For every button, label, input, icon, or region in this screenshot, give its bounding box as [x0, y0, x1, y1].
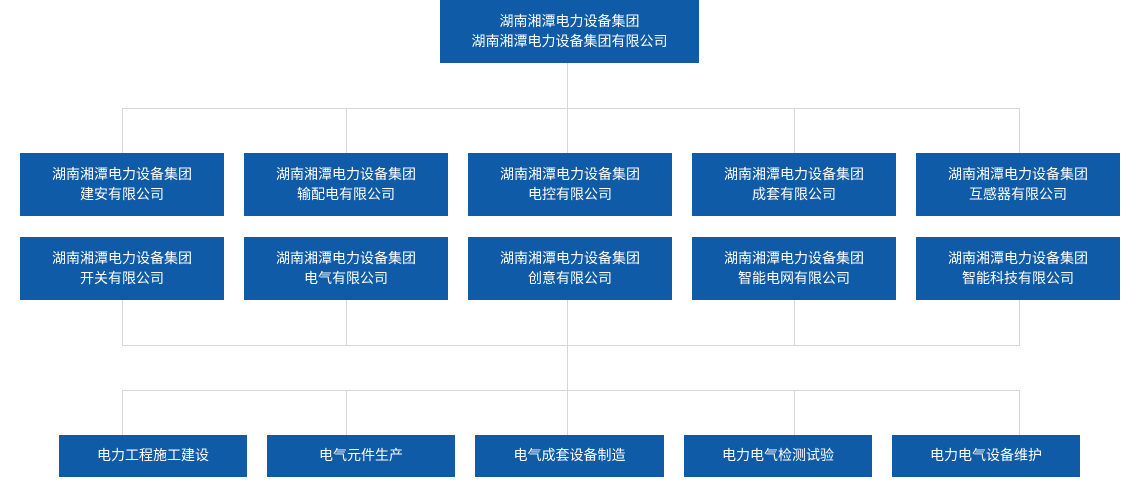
- connector-drop-4: [794, 108, 795, 153]
- connector-leaf-3: [567, 390, 568, 435]
- subsidiary-node-line1: 湖南湘潭电力设备集团: [276, 250, 416, 267]
- subsidiary-node-line2: 电气有限公司: [304, 270, 388, 287]
- subsidiary-node-line2: 智能科技有限公司: [962, 270, 1074, 287]
- subsidiary-node-line2: 创意有限公司: [528, 270, 612, 287]
- subsidiary-node-huganqi: 湖南湘潭电力设备集团 互感器有限公司: [916, 153, 1120, 216]
- connector-rise-2: [346, 300, 347, 345]
- subsidiary-node-line2: 开关有限公司: [80, 270, 164, 287]
- subsidiary-node-line2: 输配电有限公司: [297, 186, 395, 203]
- subsidiary-node-line1: 湖南湘潭电力设备集团: [52, 250, 192, 267]
- connector-leaf-5: [1019, 390, 1020, 435]
- subsidiary-node-chengtao: 湖南湘潭电力设备集团 成套有限公司: [692, 153, 896, 216]
- service-node-label: 电力电气检测试验: [722, 448, 834, 464]
- connector-middle-bus: [122, 345, 1020, 346]
- connector-drop-1: [122, 108, 123, 153]
- connector-bottom-bus: [122, 390, 1020, 391]
- subsidiary-node-line1: 湖南湘潭电力设备集团: [500, 250, 640, 267]
- subsidiary-node-line1: 湖南湘潭电力设备集团: [948, 250, 1088, 267]
- subsidiary-node-line2: 建安有限公司: [80, 186, 164, 203]
- subsidiary-node-dianqi: 湖南湘潭电力设备集团 电气有限公司: [244, 237, 448, 300]
- connector-leaf-1: [122, 390, 123, 435]
- connector-rise-1: [122, 300, 123, 345]
- connector-middle-down: [567, 345, 568, 390]
- subsidiary-node-line2: 智能电网有限公司: [738, 270, 850, 287]
- connector-top-bus: [122, 108, 1020, 109]
- connector-drop-3: [567, 108, 568, 153]
- service-node-components: 电气元件生产: [267, 435, 455, 477]
- subsidiary-node-jianan: 湖南湘潭电力设备集团 建安有限公司: [20, 153, 224, 216]
- subsidiary-node-line1: 湖南湘潭电力设备集团: [724, 250, 864, 267]
- subsidiary-node-kaiguan: 湖南湘潭电力设备集团 开关有限公司: [20, 237, 224, 300]
- subsidiary-node-diankong: 湖南湘潭电力设备集团 电控有限公司: [468, 153, 672, 216]
- connector-root-down: [567, 63, 568, 108]
- connector-rise-3: [567, 300, 568, 345]
- connector-rise-4: [794, 300, 795, 345]
- root-node: 湖南湘潭电力设备集团 湖南湘潭电力设备集团有限公司: [440, 0, 699, 63]
- subsidiary-node-zhinengdianwang: 湖南湘潭电力设备集团 智能电网有限公司: [692, 237, 896, 300]
- subsidiary-node-chuangyi: 湖南湘潭电力设备集团 创意有限公司: [468, 237, 672, 300]
- subsidiary-node-line1: 湖南湘潭电力设备集团: [948, 166, 1088, 183]
- subsidiary-node-line2: 成套有限公司: [752, 186, 836, 203]
- connector-rise-5: [1019, 300, 1020, 345]
- connector-drop-2: [346, 108, 347, 153]
- subsidiary-node-line1: 湖南湘潭电力设备集团: [500, 166, 640, 183]
- subsidiary-node-line2: 互感器有限公司: [969, 186, 1067, 203]
- subsidiary-node-line1: 湖南湘潭电力设备集团: [276, 166, 416, 183]
- service-node-testing: 电力电气检测试验: [684, 435, 872, 477]
- root-node-line1: 湖南湘潭电力设备集团: [499, 13, 640, 30]
- root-node-line2: 湖南湘潭电力设备集团有限公司: [471, 33, 668, 50]
- subsidiary-node-shupeidian: 湖南湘潭电力设备集团 输配电有限公司: [244, 153, 448, 216]
- subsidiary-node-line2: 电控有限公司: [528, 186, 612, 203]
- service-node-construction: 电力工程施工建设: [59, 435, 247, 477]
- subsidiary-node-zhinengkeji: 湖南湘潭电力设备集团 智能科技有限公司: [916, 237, 1120, 300]
- connector-leaf-2: [346, 390, 347, 435]
- service-node-label: 电力工程施工建设: [97, 448, 209, 464]
- service-node-manufacturing: 电气成套设备制造: [475, 435, 664, 477]
- subsidiary-node-line1: 湖南湘潭电力设备集团: [52, 166, 192, 183]
- service-node-label: 电气成套设备制造: [513, 448, 626, 464]
- connector-drop-5: [1019, 108, 1020, 153]
- service-node-label: 电气元件生产: [319, 448, 403, 464]
- subsidiary-node-line1: 湖南湘潭电力设备集团: [724, 166, 864, 183]
- service-node-label: 电力电气设备维护: [930, 448, 1042, 464]
- service-node-maintenance: 电力电气设备维护: [892, 435, 1080, 477]
- connector-leaf-4: [794, 390, 795, 435]
